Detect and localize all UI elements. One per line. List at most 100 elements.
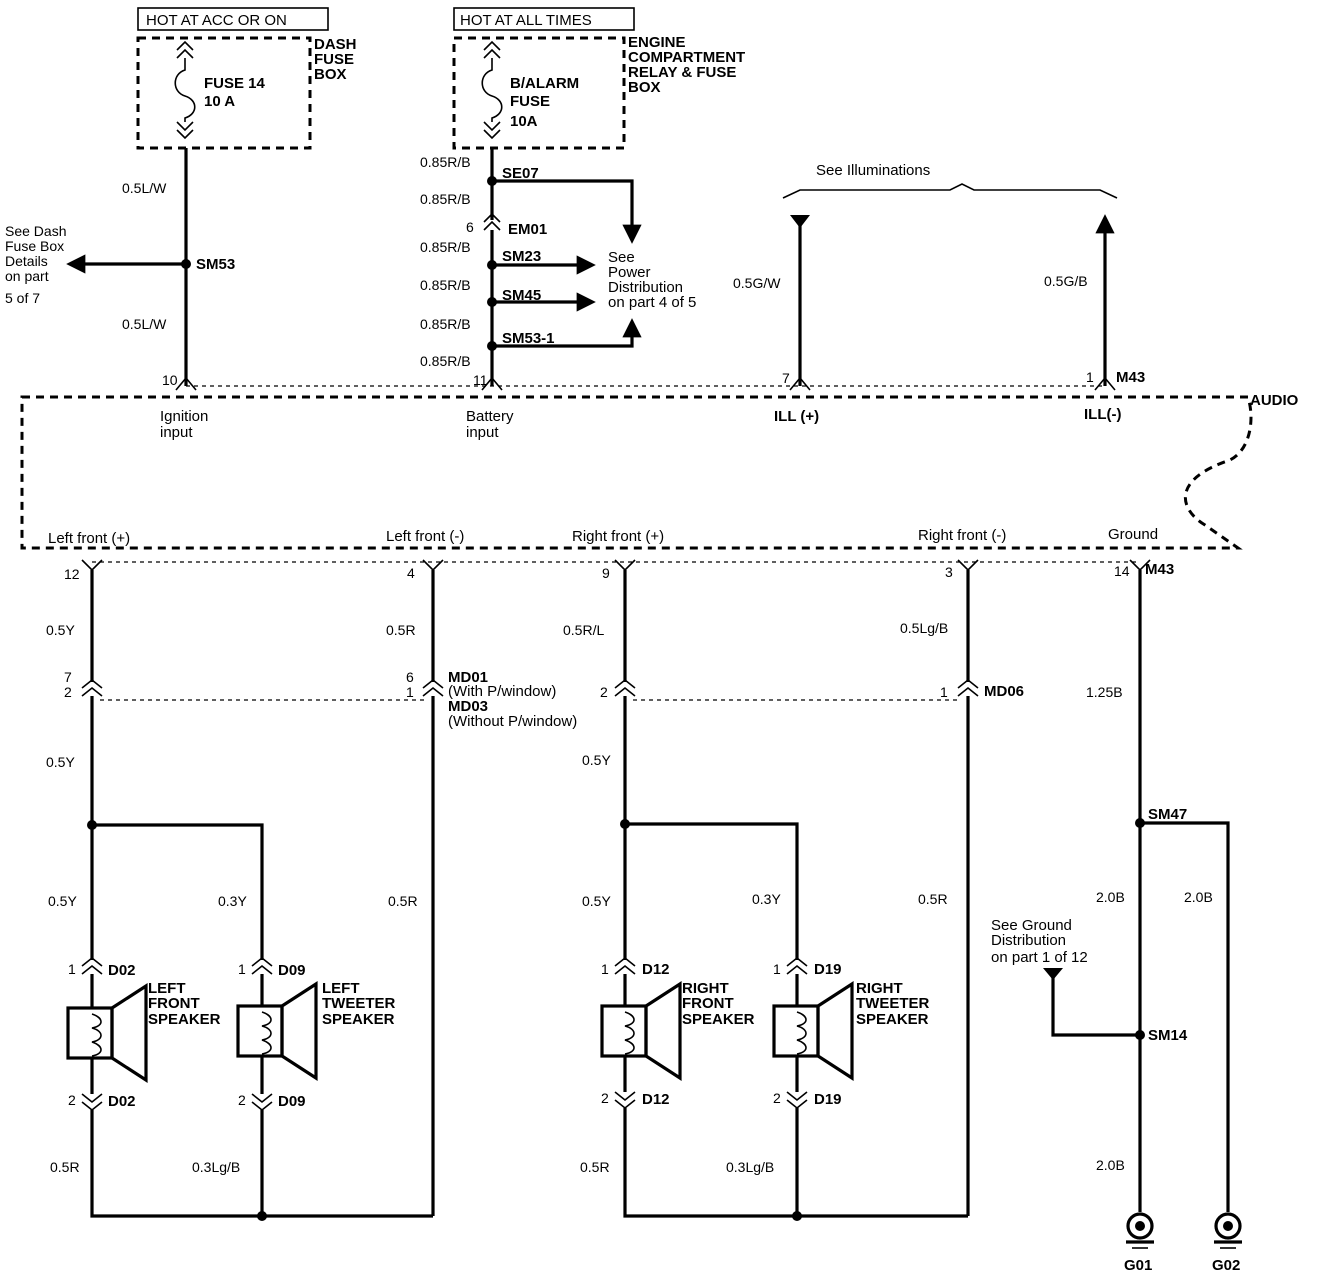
left-front-pos-terminal: Left front (+) (48, 530, 130, 547)
sm14-dot (1135, 1030, 1145, 1040)
ill-pos-wire-label: 0.5G/W (733, 275, 781, 291)
right-return-dot (792, 1211, 802, 1221)
sm14-label: SM14 (1148, 1027, 1188, 1044)
d02-pin-top: 1 (68, 961, 76, 977)
engine-box-label-2: COMPARTMENT (628, 49, 745, 66)
md01-note: (With P/window) (448, 683, 556, 700)
em01-connector-symbol (483, 212, 501, 231)
battery-wire-label-1: 0.85R/B (420, 154, 471, 170)
ignition-input-2: input (160, 424, 193, 441)
pin10-terminal (175, 377, 197, 391)
ground-ref-terminal (1043, 968, 1063, 980)
d12-pin-top: 1 (601, 961, 609, 977)
rf-return-label: 0.5R (580, 1159, 610, 1175)
rt-wire-label: 0.3Y (752, 891, 781, 907)
em01-pin: 6 (466, 219, 474, 235)
right-front-speaker: 1 D12 RIGHT FRONT SPEAKER 2 D12 (600, 956, 755, 1110)
sm45-label: SM45 (502, 287, 541, 304)
power-ref-1: See (608, 249, 635, 266)
balarm-fuse-label-1: B/ALARM (510, 75, 579, 92)
d12-bottom-connector (614, 1091, 636, 1110)
dash-fuse-box-label-3: BOX (314, 66, 347, 83)
rt-return-label: 0.3Lg/B (726, 1159, 774, 1175)
rf-return-wire (623, 1108, 968, 1218)
md01-label: MD01 (448, 669, 488, 686)
md-lf-pos-pin-bottom: 2 (64, 684, 72, 700)
ground-wire-label-bottom: 2.0B (1096, 1157, 1125, 1173)
d02-label-top: D02 (108, 962, 136, 979)
engine-box-label-3: RELAY & FUSE (628, 64, 736, 81)
ill-neg-wire-label: 0.5G/B (1044, 273, 1088, 289)
g02-label: G02 (1212, 1257, 1240, 1274)
d19-bottom-connector (786, 1091, 808, 1110)
supply-all-times: HOT AT ALL TIMES ENGINE COMPARTMENT RELA… (420, 7, 745, 388)
pin11-terminal (481, 377, 503, 391)
audio-label: AUDIO (1250, 392, 1299, 409)
rt-spk-label-3: SPEAKER (856, 1011, 929, 1028)
dash-ref-5: 5 of 7 (5, 290, 40, 306)
pin1-terminal (1094, 377, 1116, 391)
ground-section: SM47 2.0B 2.0B See Ground Distribution o… (991, 806, 1242, 1274)
see-illuminations: See Illuminations (816, 162, 930, 179)
md-rf-neg-connector (957, 678, 979, 697)
left-tweeter-speaker: 1 D09 LEFT TWEETER SPEAKER 2 D09 (236, 956, 395, 1112)
m43-bottom-label: M43 (1145, 561, 1174, 578)
power-ref-2: Power (608, 264, 651, 281)
g02-wire (1140, 821, 1230, 1212)
lf-speaker-cone (110, 983, 148, 1083)
lf-speaker-coil (91, 1013, 102, 1057)
rt-spk-label-1: RIGHT (856, 980, 903, 997)
ill-pos-terminal (790, 215, 810, 228)
battery-pin: 11 (473, 372, 488, 388)
battery-input-1: Battery (466, 408, 514, 425)
illumination-section: See Illuminations 0.5G/W 0.5G/B 7 1 M43 (733, 162, 1145, 386)
pin7-terminal (789, 377, 811, 391)
balarm-fuse-label-3: 10A (510, 113, 538, 130)
sm53-label: SM53 (196, 256, 235, 273)
pin-14: 14 (1114, 563, 1130, 579)
lf-neg-wire-label-upper: 0.5R (386, 622, 416, 638)
dash-ref-3: Details (5, 253, 48, 269)
right-tweeter-speaker: 1 D19 RIGHT TWEETER SPEAKER 2 D19 (772, 956, 929, 1110)
lt-spk-label-3: SPEAKER (322, 1011, 395, 1028)
md-lf-neg-connector (422, 678, 444, 697)
ground-ref-3: on part 1 of 12 (991, 949, 1088, 966)
rf-neg-wire-label-lower: 0.5R (918, 891, 948, 907)
ignition-input-1: Ignition (160, 408, 208, 425)
rf-spk-label-3: SPEAKER (682, 1011, 755, 1028)
dash-ref-2: Fuse Box (5, 238, 64, 254)
d09-label-top: D09 (278, 962, 306, 979)
md03-note: (Without P/window) (448, 713, 577, 730)
rt-speaker-cone (816, 981, 854, 1081)
left-front-speaker: 1 D02 LEFT FRONT SPEAKER 2 D02 (66, 956, 221, 1112)
d12-label-top: D12 (642, 961, 670, 978)
fuse-14-rating: 10 A (204, 93, 235, 110)
lt-spk-label-1: LEFT (322, 980, 360, 997)
battery-wire-label-3: 0.85R/B (420, 239, 471, 255)
md06-label: MD06 (984, 683, 1024, 700)
acc-header-box (137, 7, 329, 31)
pin-12: 12 (64, 566, 80, 582)
ground-terminal: Ground (1108, 526, 1158, 543)
pin-9: 9 (602, 565, 610, 581)
d02-pin-bottom: 2 (68, 1092, 76, 1108)
lf-spk-label-1: LEFT (148, 980, 186, 997)
audio-unit: AUDIO Ignition input Battery input ILL (… (20, 377, 1299, 582)
return-wiring: 0.5R 0.3Lg/B 0.5R 0.3Lg/B (50, 1108, 968, 1221)
d09-bottom-connector (251, 1093, 273, 1112)
power-ref-3: Distribution (608, 279, 683, 296)
rf-speaker-magnet (600, 1004, 648, 1058)
lf-spk-label-2: FRONT (148, 995, 200, 1012)
ill-neg-pin: 1 (1086, 369, 1094, 385)
d09-top-connector (251, 956, 273, 975)
md-rf-pos-pin: 2 (600, 684, 608, 700)
ignition-pin: 10 (162, 372, 178, 388)
d12-label-bottom: D12 (642, 1091, 670, 1108)
rt-speaker-coil (796, 1011, 807, 1055)
g01-label: G01 (1124, 1257, 1152, 1274)
battery-wire-label-2: 0.85R/B (420, 191, 471, 207)
lt-return-label: 0.3Lg/B (192, 1159, 240, 1175)
d19-label-top: D19 (814, 961, 842, 978)
supply-acc-on: HOT AT ACC OR ON DASH FUSE BOX FUSE 14 1… (5, 7, 357, 388)
